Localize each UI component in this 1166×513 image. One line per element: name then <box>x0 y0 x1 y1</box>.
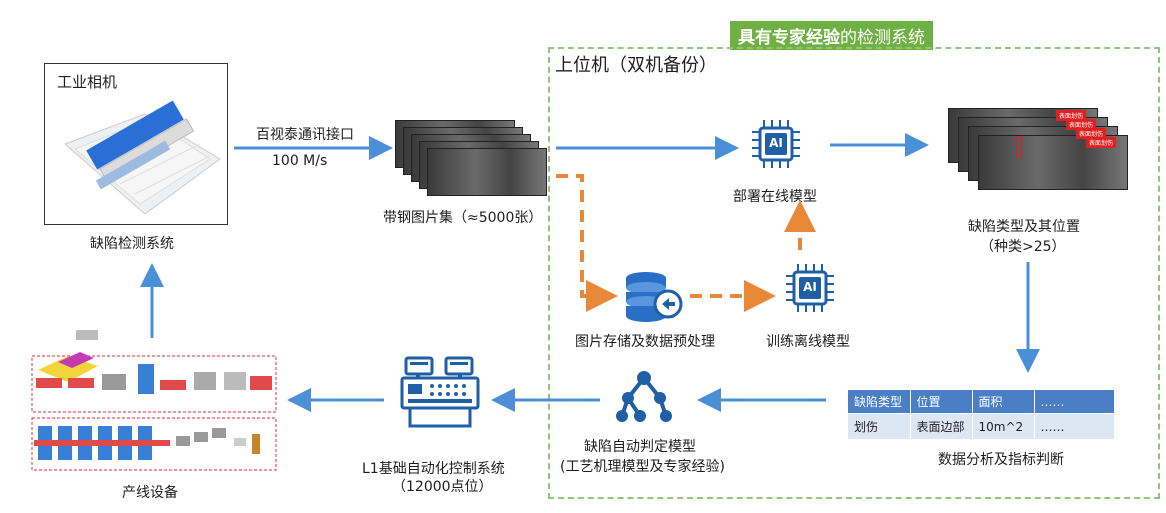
table-cell: 划伤 <box>848 413 911 439</box>
title-rest: 的检测系统 <box>840 28 925 48</box>
defect-table: 缺陷类型 位置 面积 …… 划伤 表面边部 10m^2 …… <box>848 390 1115 439</box>
data-analysis-label: 数据分析及指标判断 <box>938 452 1064 468</box>
control-system-graphic <box>400 356 480 428</box>
table-header-row: 缺陷类型 位置 面积 …… <box>848 390 1115 414</box>
database-icon <box>622 270 686 326</box>
table-header: 位置 <box>910 390 973 414</box>
title-bold: 具有专家经验 <box>738 28 840 48</box>
train-model-label: 训练离线模型 <box>766 334 850 350</box>
red-tag: 表面划伤 <box>1056 110 1087 121</box>
arrow-images-to-storage <box>556 174 618 312</box>
interface-label: 百视泰通讯接口 <box>256 127 354 143</box>
upper-computer-label: 上位机（双机备份） <box>555 55 717 76</box>
image-strip <box>427 148 547 196</box>
table-cell: 10m^2 <box>972 413 1035 439</box>
camera-label: 工业相机 <box>57 73 118 91</box>
speed-label: 100 M/s <box>272 153 328 169</box>
storage-label: 图片存储及数据预处理 <box>575 334 715 350</box>
ai-text: AI <box>769 136 783 150</box>
network-graphic <box>616 371 672 422</box>
table-header: 面积 <box>972 390 1035 414</box>
defect-system-label: 缺陷检测系统 <box>90 236 174 252</box>
red-tag: 表面划伤 <box>1086 137 1117 148</box>
chip-graphic <box>786 264 834 312</box>
defect-type-line1: 缺陷类型及其位置 <box>968 219 1080 235</box>
defect-type-line2: （种类>25） <box>980 239 1066 255</box>
image-set-label: 带钢图片集（≈5000张） <box>383 210 543 226</box>
camera-illustration <box>64 100 221 215</box>
production-line-illustration <box>28 326 278 474</box>
auto-judge-line2: (工艺机理模型及专家经验) <box>560 459 725 475</box>
table-header: 缺陷类型 <box>848 390 911 414</box>
ai-text: AI <box>803 280 817 294</box>
l1-line2: （12000点位） <box>392 479 493 495</box>
image-set-stack <box>395 120 555 200</box>
defect-marker <box>1016 136 1022 158</box>
defect-table-wrap: 缺陷类型 位置 面积 …… 划伤 表面边部 10m^2 …… <box>848 390 1115 439</box>
ai-chip-icon: AI <box>784 262 836 314</box>
production-graphic <box>31 330 277 471</box>
table-row: 划伤 表面边部 10m^2 …… <box>848 413 1115 439</box>
l1-line1: L1基础自动化控制系统 <box>362 461 505 477</box>
database-graphic <box>626 272 683 322</box>
table-header: …… <box>1034 390 1115 414</box>
control-system-icon <box>400 356 480 430</box>
table-cell: 表面边部 <box>910 413 973 439</box>
red-tag: 表面划伤 <box>1066 119 1097 130</box>
network-model-icon <box>614 368 674 424</box>
auto-judge-line1: 缺陷自动判定模型 <box>584 439 696 455</box>
chip-graphic <box>752 120 800 168</box>
defect-image-stack: 表面划伤 表面划伤 表面划伤 表面划伤 <box>948 108 1128 193</box>
diagram-title: 具有专家经验的检测系统 <box>730 21 933 50</box>
table-cell: …… <box>1034 413 1115 439</box>
ai-chip-icon: AI <box>750 118 802 170</box>
red-tag: 表面划伤 <box>1076 128 1107 139</box>
upper-computer-region <box>548 47 1160 499</box>
camera-box: 工业相机 <box>44 63 228 225</box>
production-label: 产线设备 <box>122 485 178 501</box>
